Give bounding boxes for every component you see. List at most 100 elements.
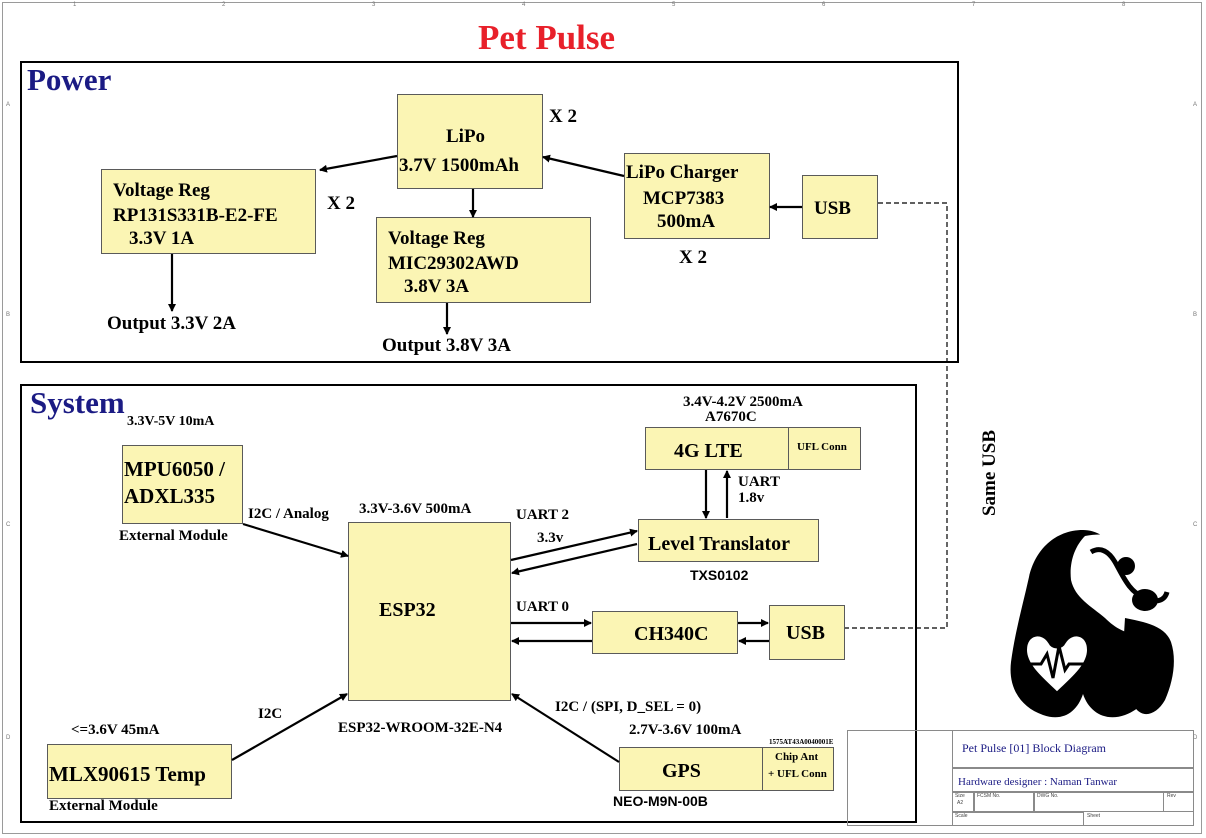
vreg-3v8-block: Voltage Reg MIC29302AWD 3.8V 3A — [376, 217, 591, 303]
title-block-size-value: A2 — [957, 800, 964, 806]
title-block-dwg-label: DWG No. — [1037, 793, 1059, 799]
power-section-frame — [20, 61, 959, 363]
title-block-title: Pet Pulse [01] Block Diagram — [962, 741, 1106, 755]
charger-part: MCP7383 — [643, 188, 725, 209]
title-block-sheet-label: Sheet — [1087, 813, 1101, 819]
level-translator-name: Level Translator — [648, 533, 791, 555]
temp-sensor-block: MLX90615 Temp — [47, 744, 232, 799]
charger-spec: 500mA — [657, 211, 716, 232]
vreg-3v3-spec: 3.3V 1A — [129, 228, 195, 249]
lte-divider — [788, 428, 789, 469]
level-translator-block: Level Translator — [638, 519, 819, 562]
title-block-size-cell — [952, 792, 974, 812]
ruler-row-b-right: B — [1193, 312, 1198, 318]
temp-sensor-name: MLX90615 Temp — [49, 762, 206, 786]
same-usb-dashed-link — [845, 202, 948, 629]
gps-ant-line1: Chip Ant — [775, 751, 819, 763]
ch340c-block: CH340C — [592, 611, 738, 654]
lte-block: 4G LTE UFL Conn — [645, 427, 861, 470]
power-usb-block: USB — [802, 175, 878, 239]
arrow-level-to-esp32 — [511, 542, 638, 576]
vreg-3v8-name: Voltage Reg — [388, 228, 485, 249]
arrow-esp32-to-level — [510, 528, 638, 562]
title-block-dwg-cell — [1034, 792, 1164, 812]
ruler-col-8: 8 — [1122, 2, 1126, 8]
gps-power: 2.7V-3.6V 100mA — [629, 722, 742, 738]
esp32-name: ESP32 — [379, 599, 436, 621]
ruler-row-a-right: A — [1193, 102, 1198, 108]
imu-line1: MPU6050 / — [124, 457, 225, 481]
gps-name: GPS — [662, 760, 701, 782]
gps-ant-code: 1575AT43A0040001E — [769, 738, 834, 746]
lte-part: A7670C — [705, 409, 757, 425]
charger-qty: X 2 — [679, 247, 707, 268]
imu-power: 3.3V-5V 10mA — [127, 414, 215, 429]
output-3v3-label: Output 3.3V 2A — [107, 313, 236, 334]
ch340c-name: CH340C — [634, 623, 709, 645]
vreg-3v3-block: Voltage Reg RP131S331B-E2-FE 3.3V 1A — [101, 169, 316, 254]
ruler-col-4: 4 — [522, 2, 526, 8]
system-usb-name: USB — [786, 622, 825, 644]
title-block-fcsm-cell — [974, 792, 1034, 812]
imu-block: MPU6050 / ADXL335 — [122, 445, 243, 524]
arrow-gps-to-esp32 — [511, 693, 620, 763]
ruler-col-5: 5 — [672, 2, 676, 8]
page-title: Pet Pulse — [478, 18, 616, 57]
esp32-block: ESP32 — [348, 522, 511, 701]
ruler-col-7: 7 — [972, 2, 976, 8]
ruler-row-d-right: D — [1193, 735, 1198, 741]
ruler-col-3: 3 — [372, 2, 376, 8]
lte-ant: UFL Conn — [797, 441, 847, 453]
lipo-name: LiPo — [446, 126, 486, 147]
system-usb-block: USB — [769, 605, 845, 660]
uart2-voltage: 3.3v — [537, 530, 564, 546]
imu-note: External Module — [119, 528, 228, 544]
arrow-lipo-to-vreg1 — [319, 154, 398, 173]
vreg-3v3-qty: X 2 — [327, 193, 355, 214]
output-3v8-label: Output 3.8V 3A — [382, 335, 511, 356]
title-block-title-cell — [952, 730, 1194, 768]
ruler-col-1: 1 — [73, 2, 77, 8]
lipo-block: LiPo 3.7V 1500mAh — [397, 94, 543, 189]
ruler-row-d: D — [6, 735, 11, 741]
dog-heartbeat-logo — [1010, 530, 1176, 718]
gps-block: GPS Chip Ant + UFL Conn — [619, 747, 834, 791]
arrow-imu-to-esp32 — [242, 522, 349, 558]
esp32-power: 3.3V-3.6V 500mA — [359, 501, 472, 517]
lipo-qty: X 2 — [549, 106, 577, 127]
lte-power: 3.4V-4.2V 2500mA — [683, 394, 803, 410]
ruler-row-c-right: C — [1193, 522, 1198, 528]
system-section-frame — [20, 384, 917, 823]
system-heading: System — [30, 385, 125, 420]
temp-note: External Module — [49, 798, 158, 814]
charger-name: LiPo Charger — [626, 162, 739, 183]
arrow-temp-to-esp32 — [231, 693, 348, 761]
power-usb-name: USB — [814, 198, 851, 219]
ruler-row-c: C — [6, 522, 11, 528]
ruler-row-b: B — [6, 312, 11, 318]
title-block-designer: Hardware designer : Naman Tanwar — [958, 776, 1118, 788]
lte-uart-voltage: 1.8v — [738, 490, 765, 506]
temp-bus-label: I2C — [258, 706, 283, 722]
gps-divider — [762, 748, 763, 790]
power-heading: Power — [27, 62, 112, 97]
lte-uart-label: UART — [738, 474, 780, 490]
lte-name: 4G LTE — [674, 440, 743, 462]
title-block-rev-label: Rev — [1167, 793, 1176, 799]
title-block-size-label: Size — [955, 793, 965, 799]
lipo-spec: 3.7V 1500mAh — [399, 155, 519, 176]
title-block-scale-label: Scale — [955, 813, 968, 819]
title-block-fcsm-label: FCSM No. — [977, 793, 1001, 799]
uart0-label: UART 0 — [516, 599, 569, 615]
vreg-3v8-spec: 3.8V 3A — [404, 276, 470, 297]
level-translator-part: TXS0102 — [690, 567, 749, 583]
vreg-3v3-part: RP131S331B-E2-FE — [113, 205, 278, 226]
vreg-3v8-part: MIC29302AWD — [388, 253, 519, 274]
uart2-label: UART 2 — [516, 507, 569, 523]
gps-bus-label: I2C / (SPI, D_SEL = 0) — [555, 699, 702, 715]
arrow-charger-to-lipo — [542, 154, 625, 178]
title-block-designer-cell — [952, 768, 1194, 792]
imu-bus-label: I2C / Analog — [248, 506, 329, 522]
